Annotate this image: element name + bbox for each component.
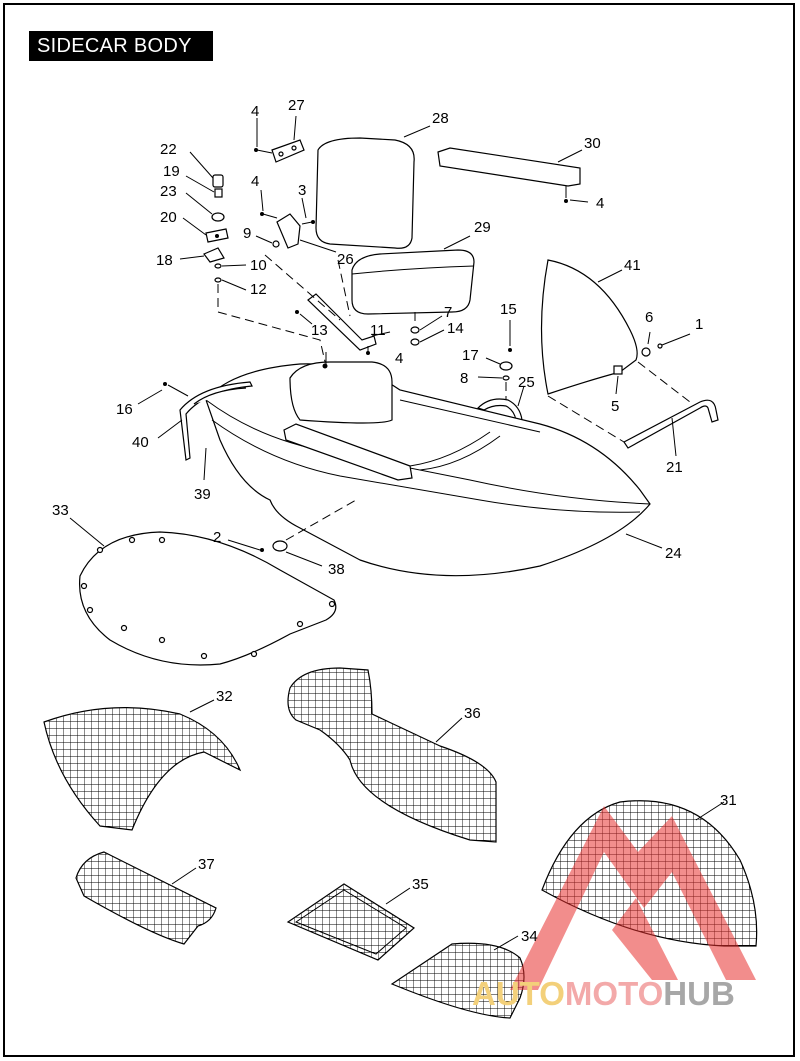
callout-41: 41 xyxy=(624,257,641,274)
watermark-part-moto: MOTO xyxy=(564,975,664,1012)
callout-26: 26 xyxy=(337,251,354,268)
callout-15: 15 xyxy=(500,301,517,318)
seat-support-strap xyxy=(264,254,391,355)
tonneau-cover xyxy=(69,517,337,666)
callout-22: 22 xyxy=(160,141,177,158)
callout-35: 35 xyxy=(412,876,429,893)
windshield-brace xyxy=(547,361,719,457)
callout-7: 7 xyxy=(444,304,452,321)
seat-cushion xyxy=(351,235,475,315)
callout-3: 3 xyxy=(298,182,306,199)
page-frame xyxy=(3,3,795,1057)
callout-39: 39 xyxy=(194,486,211,503)
callout-4a: 4 xyxy=(251,103,259,120)
backrest-bracket-lower xyxy=(255,189,337,253)
callout-8: 8 xyxy=(460,370,468,387)
callout-28: 28 xyxy=(432,110,449,127)
callout-4c: 4 xyxy=(596,195,604,212)
windshield xyxy=(540,259,691,395)
callout-36: 36 xyxy=(464,705,481,722)
sidecar-body xyxy=(205,352,663,577)
mesh-panel-floor xyxy=(287,667,497,843)
callout-1: 1 xyxy=(695,316,703,333)
callout-11: 11 xyxy=(370,322,386,339)
callout-25: 25 xyxy=(518,374,535,391)
callout-10: 10 xyxy=(250,257,267,274)
watermark-part-hub: HUB xyxy=(663,975,735,1012)
callout-20: 20 xyxy=(160,209,177,226)
armrest-pad xyxy=(437,147,589,203)
callout-23: 23 xyxy=(160,183,177,200)
callout-32: 32 xyxy=(216,688,233,705)
watermark-text: AUTOMOTOHUB xyxy=(472,975,800,1015)
callout-19: 19 xyxy=(163,163,180,180)
callout-5: 5 xyxy=(611,398,619,415)
backrest-bracket-upper xyxy=(254,115,305,163)
callout-2: 2 xyxy=(213,529,221,546)
callout-30: 30 xyxy=(584,135,601,152)
callout-27: 27 xyxy=(288,97,305,114)
mesh-panel-small-left xyxy=(75,851,217,945)
callout-24: 24 xyxy=(665,545,682,562)
callout-9: 9 xyxy=(243,225,251,242)
watermark-logo xyxy=(510,806,756,990)
callout-33: 33 xyxy=(52,502,69,519)
rear-fender xyxy=(137,381,253,481)
callout-31: 31 xyxy=(720,792,737,809)
mesh-panel-fender xyxy=(43,699,242,831)
callout-17: 17 xyxy=(462,347,479,364)
callout-37: 37 xyxy=(198,856,215,873)
callout-4d: 4 xyxy=(395,350,403,367)
callout-29: 29 xyxy=(474,219,491,236)
body-bolt xyxy=(227,499,357,567)
callout-34: 34 xyxy=(521,928,538,945)
grab-rail-hardware xyxy=(477,320,513,404)
callout-16: 16 xyxy=(116,401,133,418)
callout-40: 40 xyxy=(132,434,149,451)
callout-14: 14 xyxy=(447,320,464,337)
callout-4b: 4 xyxy=(251,173,259,190)
hardware-stack xyxy=(179,151,327,367)
callout-12: 12 xyxy=(250,281,267,298)
watermark-part-auto: AUTO xyxy=(472,975,565,1012)
callout-21: 21 xyxy=(666,459,683,476)
backrest xyxy=(315,125,431,249)
callout-38: 38 xyxy=(328,561,345,578)
callout-labels: 1 2 3 4 4 4 4 5 6 7 8 9 10 11 12 13 14 1… xyxy=(52,97,737,945)
mesh-panel-small-center xyxy=(286,883,415,961)
page-title: SIDECAR BODY xyxy=(29,31,213,61)
callout-18: 18 xyxy=(156,252,173,269)
callout-13: 13 xyxy=(311,322,328,339)
seat-washers xyxy=(410,312,445,346)
callout-6: 6 xyxy=(645,309,653,326)
